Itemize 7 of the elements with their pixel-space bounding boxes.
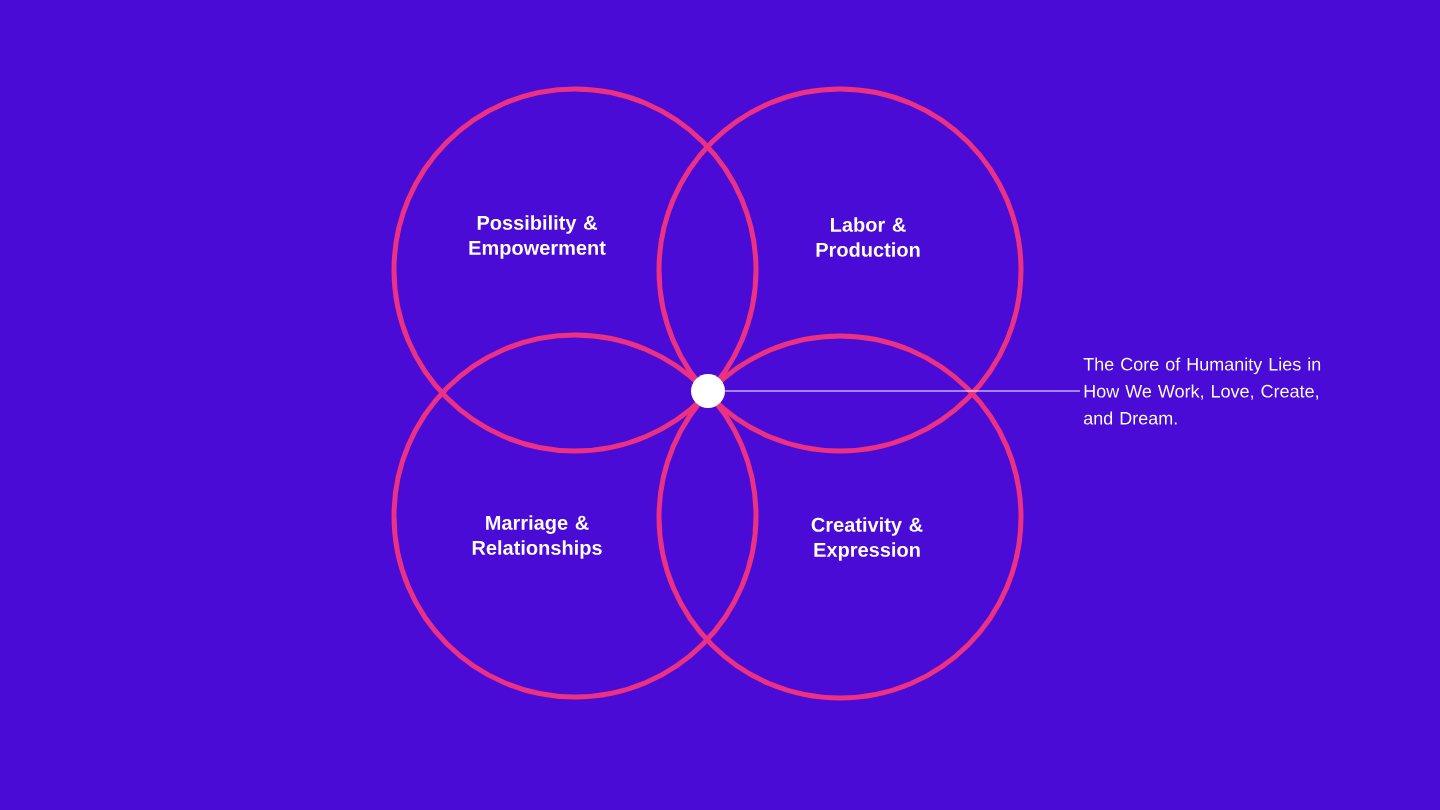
circle-label: Creativity & Expression [811,517,923,561]
leader-line [724,390,1081,392]
center-dot [691,374,725,408]
circle-label: Labor & Production [816,217,920,257]
circle-label: Marriage & Relationships [472,515,602,559]
callout-text: The Core of Humanity Lies in How We Work, Love, Create, and Dream. [1083,357,1321,425]
circle-label: Possibility & Empowerment [469,215,606,259]
